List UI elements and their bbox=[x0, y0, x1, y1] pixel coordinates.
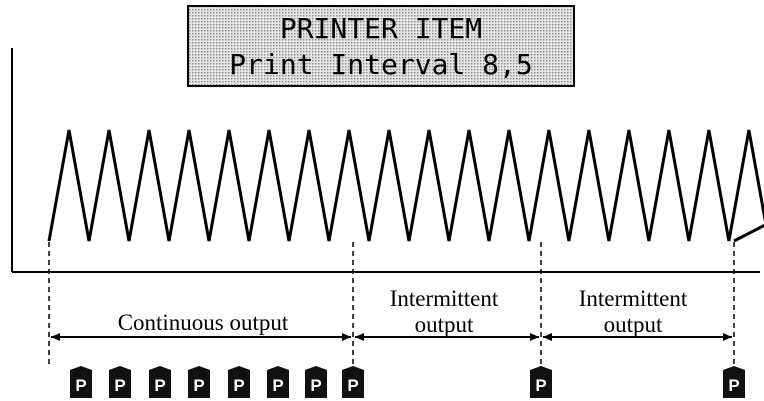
segment-label-intermittent-2-line-2: output bbox=[604, 312, 663, 337]
lcd-background bbox=[187, 5, 575, 87]
segment-label-continuous: Continuous output bbox=[118, 310, 289, 335]
print-marker-label: P bbox=[728, 376, 739, 395]
print-marker-shape bbox=[188, 366, 210, 398]
print-marker-label: P bbox=[75, 376, 86, 395]
lcd-display: PRINTER ITEM Print Interval 8,5 bbox=[187, 5, 575, 87]
lcd-line-2: Print Interval 8,5 bbox=[229, 48, 532, 81]
segment-label-intermittent-1-line-2: output bbox=[415, 312, 474, 337]
print-marker-label: P bbox=[272, 376, 283, 395]
segment-label-intermittent-1-line-1: Intermittent bbox=[390, 286, 499, 311]
print-marker-10: P bbox=[723, 366, 745, 398]
print-marker-label: P bbox=[193, 376, 204, 395]
print-marker-2: P bbox=[109, 366, 131, 398]
print-marker-9: P bbox=[530, 366, 552, 398]
segment-labels: Continuous output Intermittent output In… bbox=[118, 286, 688, 337]
segment-label-intermittent-2-line-1: Intermittent bbox=[579, 286, 688, 311]
axes bbox=[11, 48, 760, 273]
print-marker-label: P bbox=[114, 376, 125, 395]
print-marker-shape bbox=[109, 366, 131, 398]
print-marker-shape bbox=[530, 366, 552, 398]
print-marker-shape bbox=[70, 366, 92, 398]
print-marker-shape bbox=[723, 366, 745, 398]
lcd-line-1: PRINTER ITEM bbox=[280, 12, 482, 45]
print-marker-5: P bbox=[228, 366, 250, 398]
print-marker-label: P bbox=[347, 376, 358, 395]
print-marker-8: P bbox=[342, 366, 364, 398]
print-marker-shape bbox=[149, 366, 171, 398]
print-marker-6: P bbox=[267, 366, 289, 398]
print-marker-1: P bbox=[70, 366, 92, 398]
print-marker-label: P bbox=[233, 376, 244, 395]
boundary-guides bbox=[48, 242, 735, 366]
print-marker-label: P bbox=[310, 376, 321, 395]
print-marker-label: P bbox=[154, 376, 165, 395]
print-marker-label: P bbox=[535, 376, 546, 395]
print-marker-shape bbox=[228, 366, 250, 398]
sawtooth-waveform bbox=[47, 129, 764, 243]
print-marker-7: P bbox=[305, 366, 327, 398]
print-marker-shape bbox=[305, 366, 327, 398]
print-marker-3: P bbox=[149, 366, 171, 398]
print-marker-shape bbox=[267, 366, 289, 398]
print-marker-4: P bbox=[188, 366, 210, 398]
print-marker-shape bbox=[342, 366, 364, 398]
